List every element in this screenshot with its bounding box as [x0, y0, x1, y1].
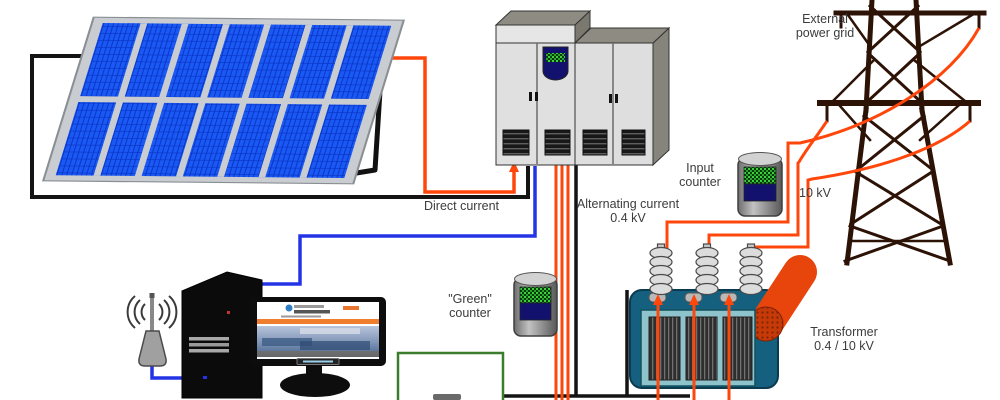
power-grid-tower [817, 0, 987, 266]
bushing [739, 243, 763, 296]
label-input-counter-line1: Input [686, 161, 714, 175]
monitor-base [280, 373, 350, 397]
label-green-counter-line1: "Green" [448, 292, 492, 306]
inverter-vent [544, 129, 571, 156]
label-transformer: Transformer 0.4 / 10 kV [790, 325, 898, 354]
transformer-vent [648, 316, 681, 381]
inverter-display [542, 46, 569, 81]
partial-label-fragment [433, 394, 461, 400]
transformer-vent [685, 316, 718, 381]
transformer-bushings [649, 243, 763, 296]
inverter-vent [502, 129, 530, 156]
bushing [695, 243, 719, 296]
current-arrow-icon [724, 294, 734, 305]
monitoring-computer [126, 271, 386, 399]
website-banner [257, 319, 379, 324]
input-counter [737, 152, 783, 217]
wifi-antenna-icon [126, 293, 178, 367]
label-input-counter-line2: counter [679, 175, 721, 190]
dc-wires [30, 54, 530, 199]
current-arrow-icon [509, 161, 519, 172]
monitor [250, 297, 386, 397]
power-led [227, 311, 230, 314]
website-logo-icon [285, 304, 293, 312]
solar-array [41, 16, 406, 185]
hv-wires [665, 27, 981, 252]
label-transformer-line1: Transformer [810, 325, 878, 339]
inverter-vent [582, 129, 608, 156]
label-input-counter: Input counter [669, 161, 731, 190]
label-hv-voltage: 10 kV [799, 186, 831, 200]
label-green-counter: "Green" counter [431, 292, 509, 321]
label-ac-voltage: 0.4 kV [610, 211, 646, 226]
label-green-counter-line2: counter [449, 306, 491, 321]
inverter [494, 9, 671, 167]
label-alternating-current-line: Alternating current [576, 197, 680, 211]
transformer-vent [722, 316, 753, 381]
inverter-vent [621, 129, 646, 156]
counter-display [743, 166, 777, 185]
label-transformer-line2: 0.4 / 10 kV [814, 339, 874, 354]
current-arrow-icon [689, 294, 699, 305]
lv-wires [653, 294, 734, 400]
label-direct-current: Direct current [423, 199, 500, 213]
label-alternating-current: Alternating current 0.4 kV [558, 197, 698, 226]
door-handles [529, 92, 618, 103]
counter-display [519, 286, 552, 304]
monitor-stand [306, 366, 322, 375]
consumer-box [396, 351, 505, 400]
green-counter [513, 272, 558, 337]
label-external-grid: External power grid [795, 12, 855, 41]
pc-tower [181, 271, 263, 399]
transformer [629, 255, 817, 389]
bushing [649, 243, 673, 296]
current-arrow-icon [653, 294, 663, 305]
